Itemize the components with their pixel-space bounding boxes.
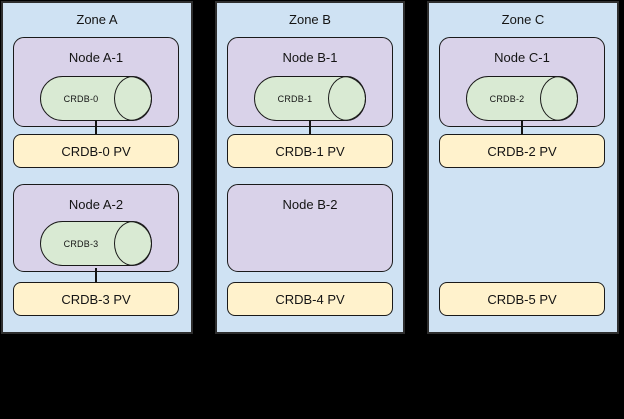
connector-node-b-1-to-pv [309,120,311,134]
node-b-2: Node B-2 [227,184,393,272]
node-a-2: Node A-2 CRDB-3 [13,184,179,272]
node-b-1: Node B-1 CRDB-1 [227,37,393,127]
crdb-1-label: CRDB-1 [277,93,313,104]
zone-a: Zone A Node A-1 CRDB-0 CRDB-0 PV Node A-… [1,1,193,334]
node-c-1-title: Node C-1 [494,50,550,65]
pv-crdb-4: CRDB-4 PV [227,282,393,316]
crdb-3-label: CRDB-3 [63,238,99,249]
crdb-0-label: CRDB-0 [63,93,99,104]
cylinder-cap-icon [328,76,366,121]
node-a-1: Node A-1 CRDB-0 [13,37,179,127]
pv-crdb-0: CRDB-0 PV [13,134,179,168]
pv-crdb-2: CRDB-2 PV [439,134,605,168]
pv-crdb-5: CRDB-5 PV [439,282,605,316]
cylinder-cap-icon [540,76,578,121]
crdb-0-cylinder-icon: CRDB-0 [40,76,152,121]
zone-b-title: Zone B [289,12,331,27]
connector-node-a-1-to-pv [95,120,97,134]
node-a-2-title: Node A-2 [68,197,124,212]
pv-crdb-1: CRDB-1 PV [227,134,393,168]
pv-crdb-3: CRDB-3 PV [13,282,179,316]
node-c-1: Node C-1 CRDB-2 [439,37,605,127]
connector-node-c-1-to-pv [521,120,523,134]
cylinder-cap-icon [114,221,152,266]
zone-a-title: Zone A [76,12,118,27]
node-b-1-title: Node B-1 [282,50,338,65]
zone-c: Zone C Node C-1 CRDB-2 CRDB-2 PV CRDB-5 … [427,1,619,334]
crdb-2-label: CRDB-2 [489,93,525,104]
crdb-1-cylinder-icon: CRDB-1 [254,76,366,121]
node-a-1-title: Node A-1 [68,50,124,65]
node-b-2-title: Node B-2 [282,197,338,212]
crdb-2-cylinder-icon: CRDB-2 [466,76,578,121]
zone-b: Zone B Node B-1 CRDB-1 CRDB-1 PV Node B-… [215,1,405,334]
connector-node-a-2-to-pv [95,268,97,282]
cylinder-cap-icon [114,76,152,121]
crdb-3-cylinder-icon: CRDB-3 [40,221,152,266]
zone-c-title: Zone C [501,12,545,27]
